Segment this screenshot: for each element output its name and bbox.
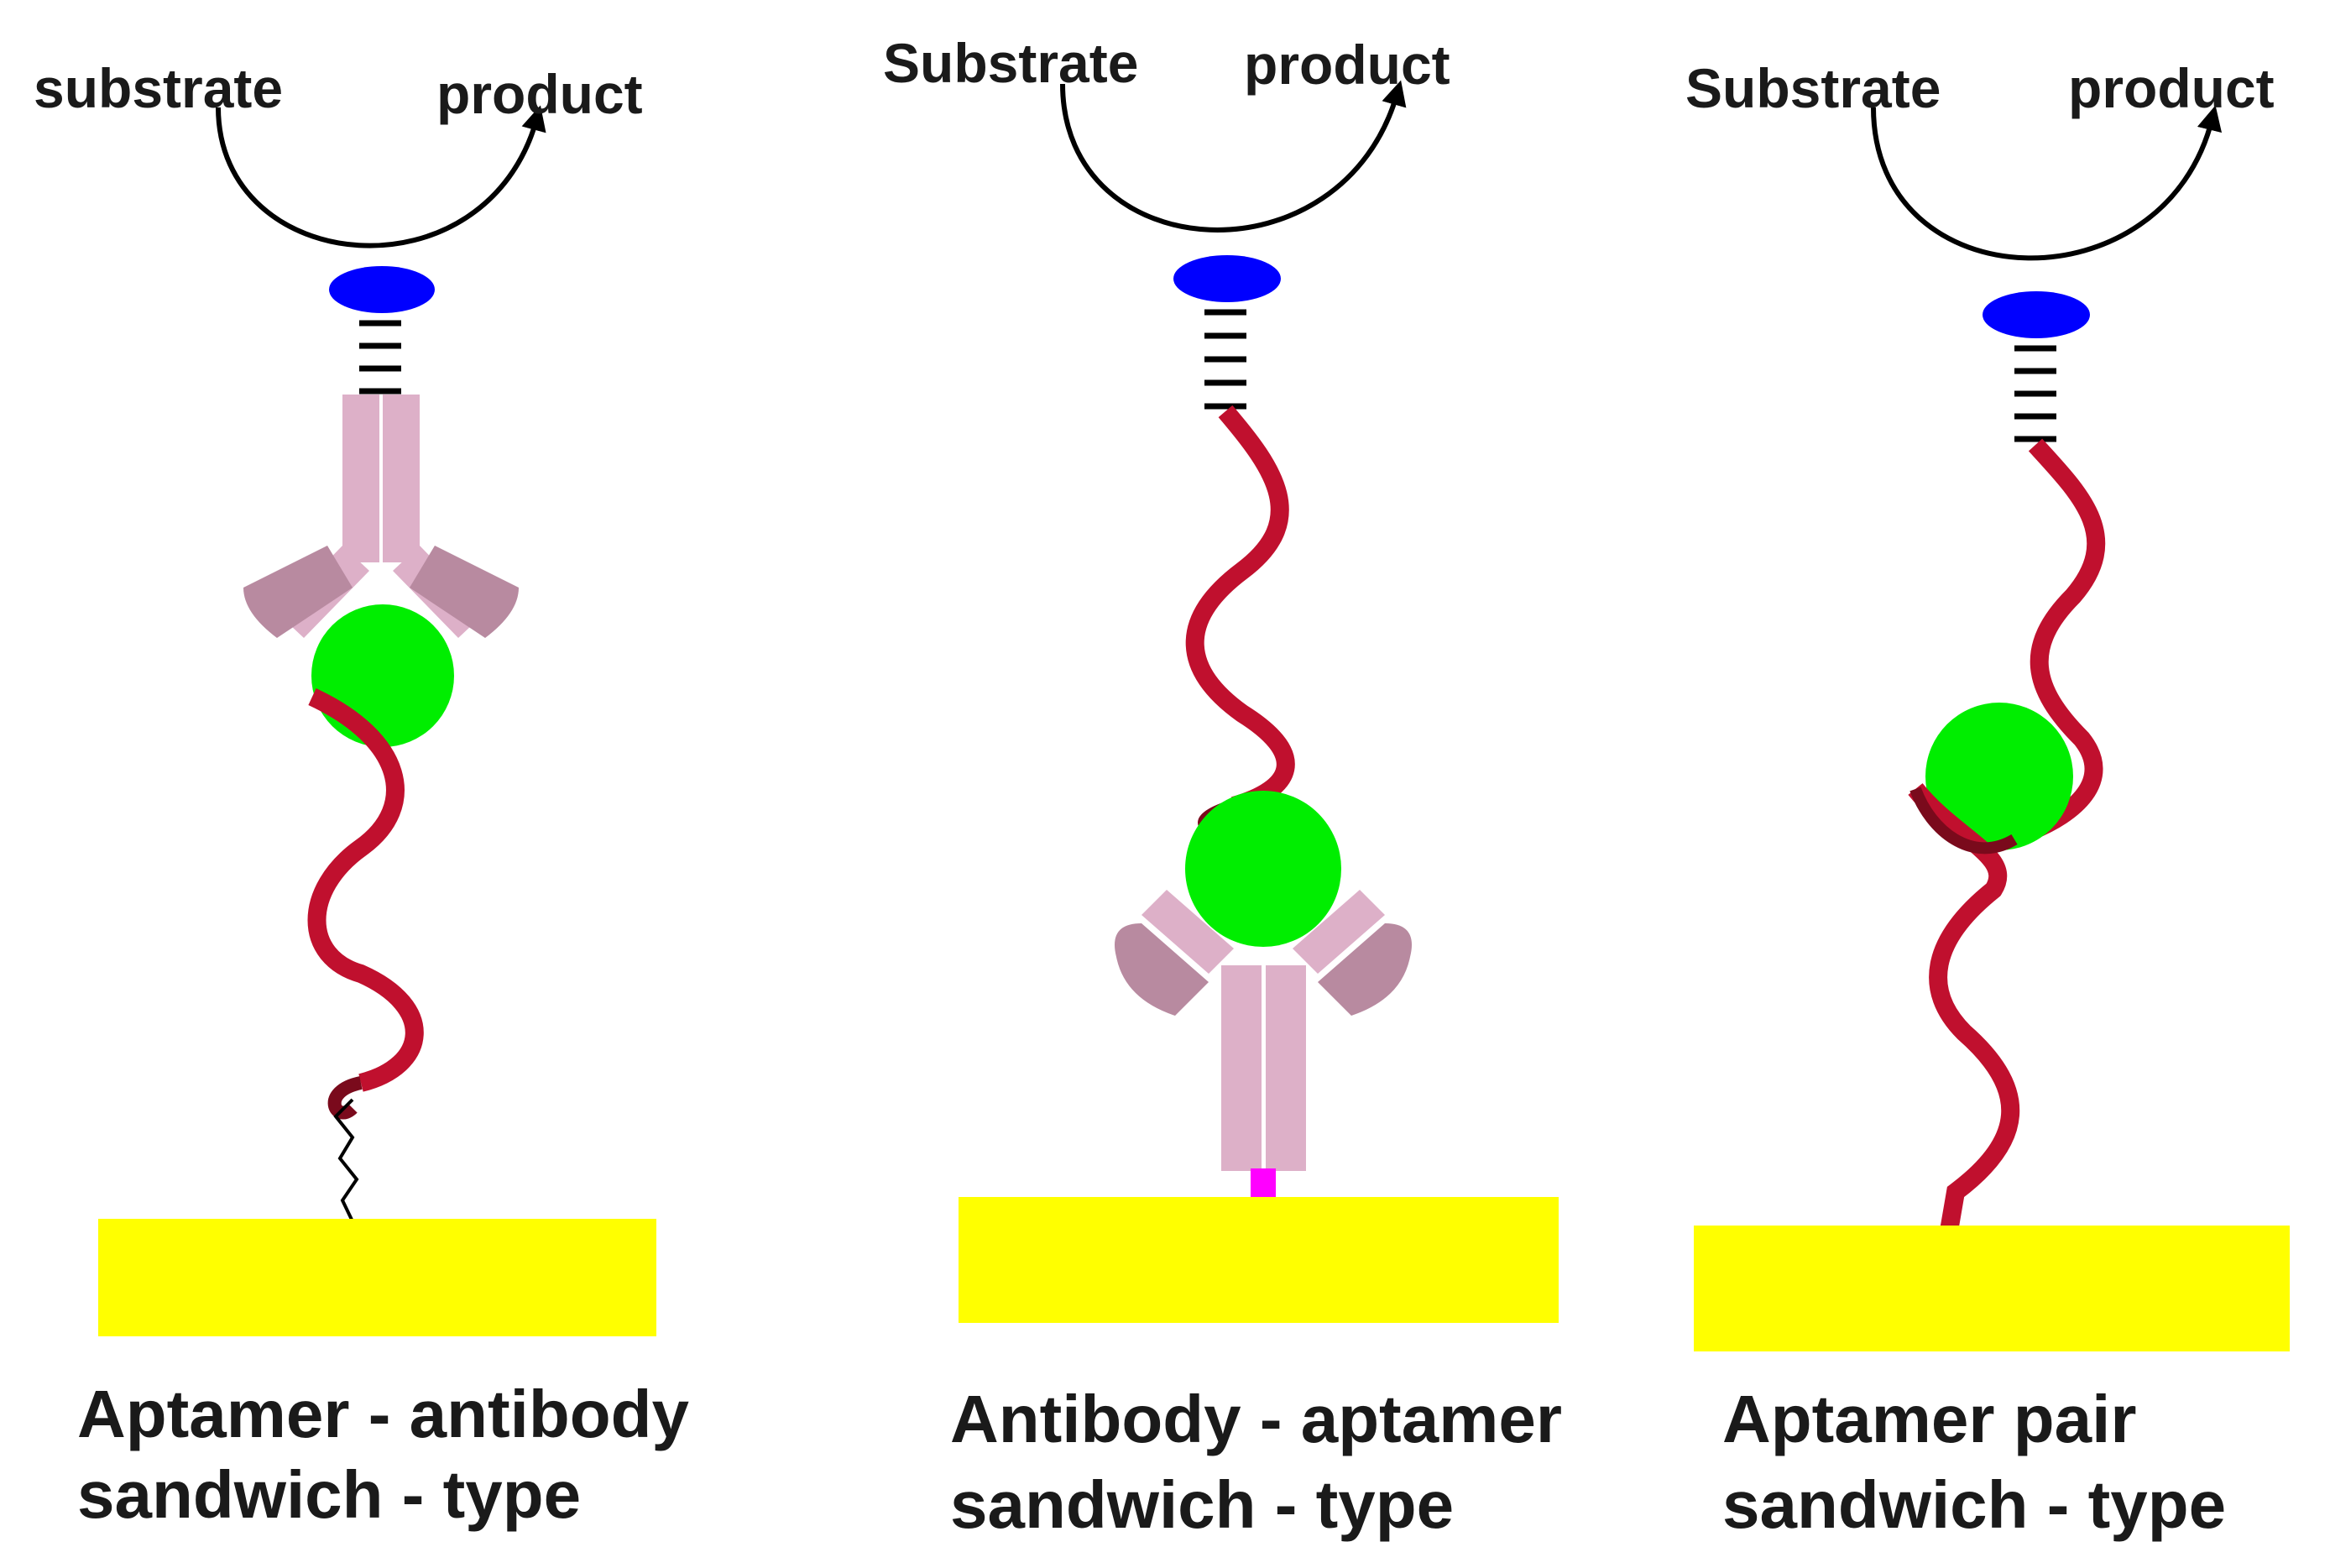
tether-1 [333, 1098, 359, 1222]
antibody-1 [243, 395, 519, 638]
caption-2-line1: Antibody - aptamer [950, 1382, 1562, 1456]
caption-2-line2: sandwich - type [950, 1467, 1454, 1542]
enzyme-3 [1983, 291, 2090, 338]
reaction-arc-1 [216, 105, 546, 248]
caption-1-line1: Aptamer - antibody [77, 1377, 689, 1451]
substrate-label-1: substrate [34, 57, 283, 119]
hybridization-linker-2 [1204, 309, 1246, 410]
aptamer-ribbon-3-upper [2027, 438, 2106, 840]
panel-aptamer-pair: Substrate product Aptamer pair sandwich … [1685, 57, 2290, 1542]
aptamer-ribbon-2 [1185, 405, 1295, 834]
enzyme-1 [329, 266, 435, 313]
target-molecule-1 [311, 604, 454, 747]
target-molecule-2 [1185, 791, 1341, 947]
panel-antibody-aptamer: Substrate product Antibody - aptam [883, 32, 1562, 1542]
solid-support-2 [959, 1197, 1559, 1323]
product-label-2: product [1244, 34, 1450, 96]
panel-aptamer-antibody: substrate product [34, 57, 689, 1532]
antibody-2 [1115, 890, 1412, 1171]
substrate-label-2: Substrate [883, 32, 1138, 94]
target-molecule-3 [1925, 703, 2073, 850]
substrate-label-3: Substrate [1685, 57, 1941, 119]
reaction-arc-3 [1871, 105, 2222, 261]
aptamer-ribbon-3-lower [1908, 783, 2020, 1242]
caption-3-line2: sandwich - type [1722, 1467, 2226, 1542]
hybridization-linker-3 [2014, 345, 2056, 442]
hybridization-linker-1 [359, 320, 401, 395]
solid-support-1 [98, 1219, 656, 1336]
aptamer-ribbon-1 [307, 688, 424, 1120]
reaction-arc-2 [1060, 80, 1407, 233]
caption-3-line1: Aptamer pair [1722, 1382, 2136, 1456]
product-label-3: product [2068, 57, 2275, 119]
product-label-1: product [436, 63, 643, 125]
solid-support-3 [1694, 1226, 2290, 1351]
caption-1-line2: sandwich - type [77, 1457, 581, 1532]
enzyme-2 [1173, 255, 1281, 302]
